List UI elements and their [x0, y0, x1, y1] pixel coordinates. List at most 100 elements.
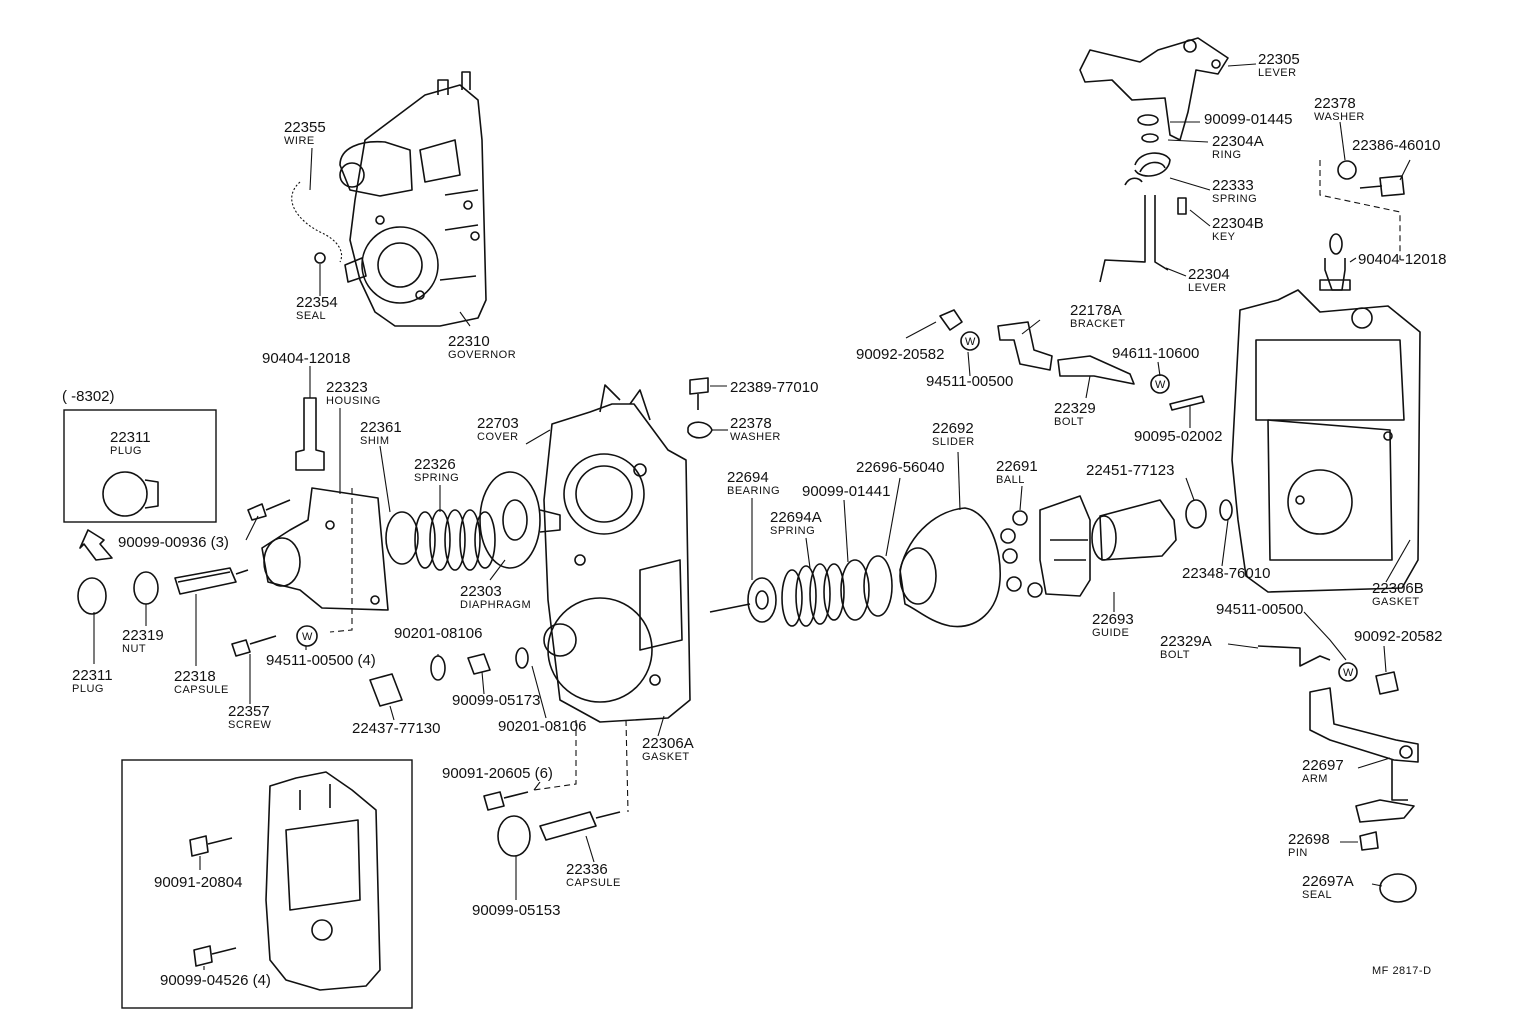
plug-22311-drawing [77, 577, 107, 615]
part-number-label: 22355 [284, 119, 326, 136]
screw-22357-drawing [231, 635, 277, 657]
part-name-label: WASHER [730, 431, 781, 443]
arm-22697-drawing [1309, 687, 1419, 801]
cap-22437-drawing [369, 673, 403, 707]
capsule-22336-drawing [539, 811, 621, 841]
part-number-label: 22354 [296, 294, 338, 311]
part-name-label: SLIDER [932, 436, 975, 448]
part-name-label: WIRE [284, 135, 315, 147]
part-number-label: 90091-20804 [154, 874, 242, 891]
part-number-label: 90099-01445 [1204, 111, 1292, 128]
washer-mark-icon-2 [960, 331, 980, 351]
part-number-label: 90201-08106 [394, 625, 482, 642]
plug-22311-inset-drawing [102, 471, 159, 517]
pin-90095-drawing [1169, 395, 1205, 411]
screw-90099-00936-drawing [247, 499, 291, 521]
leader-lines [93, 63, 1411, 970]
ring-22348-drawing [1219, 499, 1233, 521]
part-name-label: ARM [1302, 773, 1328, 785]
part-number-label: 90404-12018 [1358, 251, 1446, 268]
part-number-label: 22333 [1212, 177, 1254, 194]
part-number-label: 22304A [1212, 133, 1264, 150]
part-name-label: LEVER [1188, 282, 1227, 294]
part-number-label: 22694 [727, 469, 769, 486]
part-number-label: 22303 [460, 583, 502, 600]
part-name-label: WASHER [1314, 111, 1365, 123]
part-number-label: 22311 [72, 667, 113, 684]
washer-mark-text-4: W [1343, 667, 1354, 679]
part-number-label: 90099-05153 [472, 902, 560, 919]
part-number-label: 22305 [1258, 51, 1300, 68]
nut-90099-05153-drawing [497, 815, 531, 857]
part-number-label: 22378 [730, 415, 772, 432]
part-name-label: LEVER [1258, 67, 1297, 79]
fitting-90404-left-drawing [295, 397, 325, 471]
seal-22697A-drawing [1379, 873, 1417, 903]
part-name-label: BOLT [1160, 649, 1190, 661]
washer-22378-right-drawing [1337, 160, 1357, 180]
pin-22698-drawing [1355, 799, 1415, 851]
nut-22319-drawing [133, 571, 159, 605]
slider-22692-drawing [899, 507, 1001, 628]
part-number-label: 22697 [1302, 757, 1344, 774]
bolt-90091-20605-drawing [483, 791, 529, 811]
part-name-label: CAPSULE [174, 684, 229, 696]
bolt-22386-drawing [1359, 175, 1405, 197]
part-number-label: 22311 [110, 429, 151, 446]
part-number-label: 22378 [1314, 95, 1356, 112]
alignment-line-3 [533, 720, 577, 791]
part-number-label: 90099-00936 (3) [118, 534, 229, 551]
part-number-label: 22329A [1160, 633, 1212, 650]
part-number-label: 90092-20582 [856, 346, 944, 363]
part-name-label: SPRING [770, 525, 815, 537]
part-number-label: 22357 [228, 703, 270, 720]
part-number-label: 90099-04526 (4) [160, 972, 271, 989]
part-name-label: GOVERNOR [448, 349, 516, 361]
part-number-label: 94611-10600 [1112, 345, 1199, 362]
part-number-label: 22318 [174, 668, 216, 685]
guide-22693-drawing [1039, 495, 1177, 597]
arrow-down-icon [79, 529, 113, 561]
part-name-label: SEAL [296, 310, 326, 322]
part-number-label: 90099-01441 [802, 483, 890, 500]
part-name-label: CAPSULE [566, 877, 621, 889]
washer-mark-text-1: W [302, 631, 313, 643]
part-name-label: COVER [477, 431, 519, 443]
part-number-label: 94511-00500 [926, 373, 1013, 390]
part-name-label: BOLT [1054, 416, 1084, 428]
washer-mark-icon-4 [1338, 662, 1358, 682]
diaphragm-22303-drawing [479, 471, 561, 569]
part-number-label: 22319 [122, 627, 164, 644]
cover-22703-drawing [543, 384, 691, 723]
part-name-label: BRACKET [1070, 318, 1125, 330]
housing-22323-drawing [261, 487, 389, 611]
part-number-label: 22691 [996, 458, 1038, 475]
alignment-line-1 [329, 488, 353, 633]
part-number-label: 94511-00500 [1216, 601, 1303, 618]
part-name-label: GUIDE [1092, 627, 1129, 639]
washer-mark-text-2: W [965, 336, 976, 348]
part-name-label: BALL [996, 474, 1025, 486]
bearing-22694-drawing [709, 577, 777, 623]
part-22451-drawing [1185, 499, 1207, 529]
part-name-label: KEY [1212, 231, 1236, 243]
part-number-label: 90404-12018 [262, 350, 350, 367]
ring-90099-01441-drawing [840, 559, 870, 621]
part-number-label: 22697A [1302, 873, 1354, 890]
figure-code: MF 2817-D [1372, 965, 1432, 977]
bolt-22329A-drawing [1257, 645, 1331, 667]
part-number-label: 22693 [1092, 611, 1134, 628]
part-number-label: 22310 [448, 333, 490, 350]
governor-assembly-drawing [291, 71, 487, 327]
washer-mark-icon-1 [296, 625, 318, 647]
part-name-label: SCREW [228, 719, 272, 731]
inset-box-8302 [63, 409, 217, 523]
lever-22305-drawing [1079, 37, 1229, 283]
part-number-label: 90099-05173 [452, 692, 540, 709]
part-number-label: 90091-20605 (6) [442, 765, 553, 782]
nut-90099-05173-drawing [467, 653, 491, 675]
part-name-label: SEAL [1302, 889, 1332, 901]
part-name-label: SPRING [1212, 193, 1257, 205]
part-name-label: SPRING [414, 472, 459, 484]
